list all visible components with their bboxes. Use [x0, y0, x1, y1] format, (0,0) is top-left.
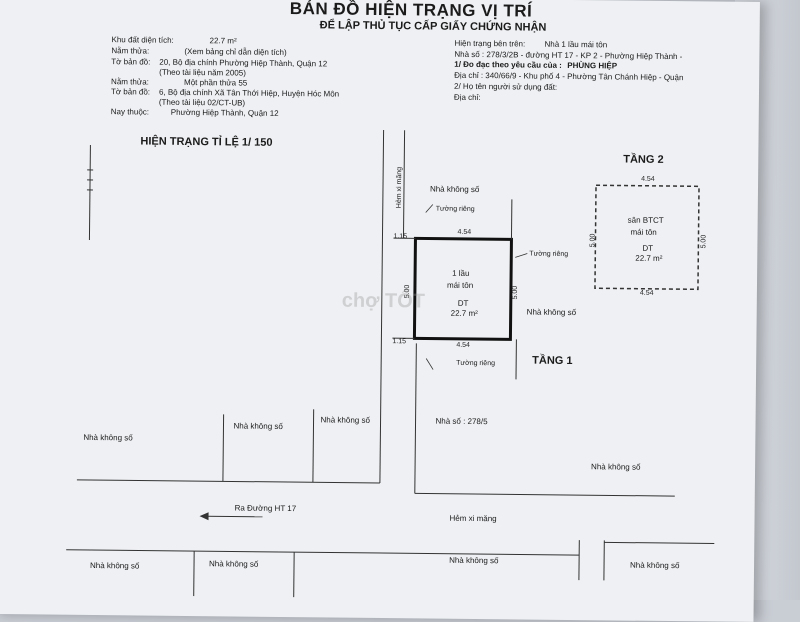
document-sheet: BẢN ĐỒ HIỆN TRẠNG VỊ TRÍ ĐỂ LẬP THỦ TỤC … [0, 0, 760, 622]
north-arrow-icon [86, 145, 93, 240]
road-line-top [77, 480, 380, 483]
alley-horizontal-label: Hẻm xi măng [449, 514, 496, 523]
wall-pointer-bottom [426, 358, 433, 369]
neighbor-top: Nhà không số [430, 185, 479, 195]
alley-line-right-bottom [415, 343, 417, 493]
watermark: chợ TỐT [342, 290, 425, 314]
neighbor-bottom-1: Nhà không số [90, 561, 139, 571]
wall-pointer-top [426, 204, 433, 212]
dim-offset-top: 1.15 [393, 233, 407, 240]
private-wall-bottom: Tường riêng [456, 360, 495, 367]
alley-vertical-label: Hẻm xi măng [396, 167, 403, 208]
wall-pointer-right [515, 253, 527, 257]
neighbor-left-1: Nhà không số [83, 433, 132, 443]
building2-line2: mái tôn [630, 228, 656, 237]
floor2-dim-bottom: 4.54 [640, 290, 654, 297]
alley-line-right-top [403, 130, 404, 238]
house-divider-2 [313, 409, 314, 482]
private-wall-right: Tường riêng [529, 251, 568, 258]
road-arrow-line [207, 516, 263, 517]
dim-width-top: 4.54 [457, 229, 471, 236]
neighbor-bottom-4: Nhà không số [630, 561, 679, 571]
dim-offset-bottom: 1.15 [392, 338, 406, 345]
dim-width-bottom: 4.54 [456, 342, 470, 349]
floor2-dim-top: 4.54 [641, 176, 655, 183]
road-line-right [415, 493, 675, 496]
private-wall-top: Tường riêng [436, 206, 475, 213]
building1-area: 22.7 m² [451, 309, 478, 318]
floor2-dim-right: 5.00 [700, 235, 707, 249]
floor2-building-outline [595, 185, 699, 289]
building2-dt: DT [642, 244, 653, 253]
neighbor-right: Nhà không số [527, 308, 576, 318]
floor2-dim-left: 5.00 [589, 234, 596, 248]
dim-height-right: 5.00 [512, 286, 519, 300]
road-line-bottom [66, 550, 579, 555]
building2-area: 22.7 m² [635, 254, 662, 263]
building1-line1: 1 lầu [452, 269, 469, 278]
neighbor-bottom-right: Nhà không số [591, 462, 640, 472]
building2-line1: sân BTCT [628, 216, 664, 225]
floor2-label: TẦNG 2 [623, 154, 663, 166]
house-divider-1 [223, 414, 224, 481]
road-arrow-left-icon [200, 512, 209, 520]
road-line-bottom-right [604, 542, 714, 543]
neighbor-left-2: Nhà không số [233, 421, 282, 431]
neighbor-left-3: Nhà không số [321, 415, 370, 425]
road-line-connect [380, 338, 382, 483]
building1-line2: mái tôn [447, 281, 473, 290]
neighbor-bottom-2: Nhà không số [209, 559, 258, 569]
road-label: Ra Đường HT 17 [235, 503, 297, 513]
building1-dt: DT [458, 299, 469, 308]
house-278-5: Nhà số : 278/5 [436, 417, 488, 427]
floor1-label: TẦNG 1 [532, 355, 572, 367]
neighbor-bottom-3: Nhà không số [449, 556, 498, 566]
